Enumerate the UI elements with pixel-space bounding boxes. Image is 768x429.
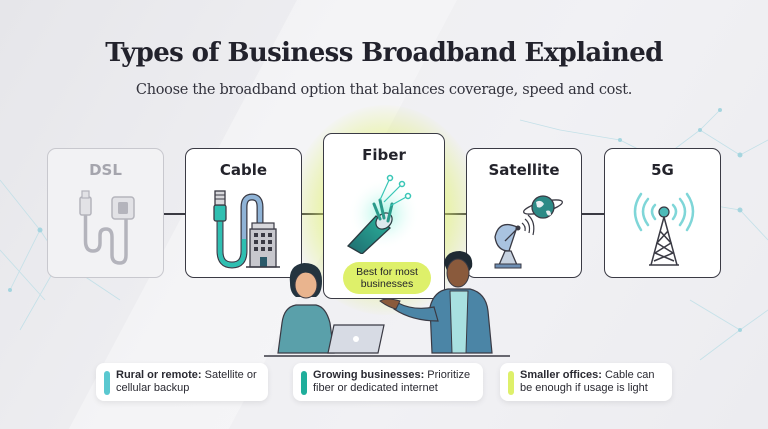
note-color-bar	[301, 371, 307, 395]
card-label: Fiber	[362, 146, 406, 164]
people-illustration	[264, 251, 510, 357]
card-cable[interactable]: Cable	[185, 148, 302, 278]
fiber-optic-icon	[346, 174, 420, 254]
card-label: 5G	[651, 161, 674, 179]
dsl-cable-icon	[79, 190, 135, 265]
connector-line	[580, 213, 606, 215]
coax-cable-building-icon	[213, 190, 280, 269]
card-5g[interactable]: 5G	[604, 148, 721, 278]
page-subtitle: Choose the broadband option that balance…	[135, 82, 633, 98]
card-dsl[interactable]: DSL	[47, 148, 164, 278]
note-rural: Rural or remote: Satellite or cellular b…	[96, 363, 268, 401]
note-color-bar	[508, 371, 514, 395]
note-color-bar	[104, 371, 110, 395]
page-title: Types of Business Broadband Explained	[105, 38, 663, 68]
note-smaller-offices: Smaller offices: Cable can be enough if …	[500, 363, 672, 401]
note-growing: Growing businesses: Prioritize fiber or …	[293, 363, 483, 401]
note-heading: Growing businesses:	[313, 369, 425, 381]
cell-tower-icon	[633, 192, 695, 266]
card-label: Satellite	[488, 161, 560, 179]
note-heading: Rural or remote:	[116, 369, 202, 381]
note-heading: Smaller offices:	[520, 369, 602, 381]
card-satellite[interactable]: Satellite	[466, 148, 582, 278]
card-label: DSL	[89, 161, 122, 179]
card-label: Cable	[219, 161, 268, 179]
connector-line	[163, 213, 187, 215]
note-text: Satellite or cellular backup	[116, 369, 257, 394]
note-text: Cable can be enough if usage is light	[520, 369, 655, 394]
satellite-dish-icon	[494, 195, 564, 269]
note-text: Prioritize fiber or dedicated internet	[313, 369, 471, 394]
card-fiber[interactable]: Fiber Best for most businesses	[323, 133, 445, 299]
best-choice-badge: Best for most businesses	[343, 262, 431, 294]
